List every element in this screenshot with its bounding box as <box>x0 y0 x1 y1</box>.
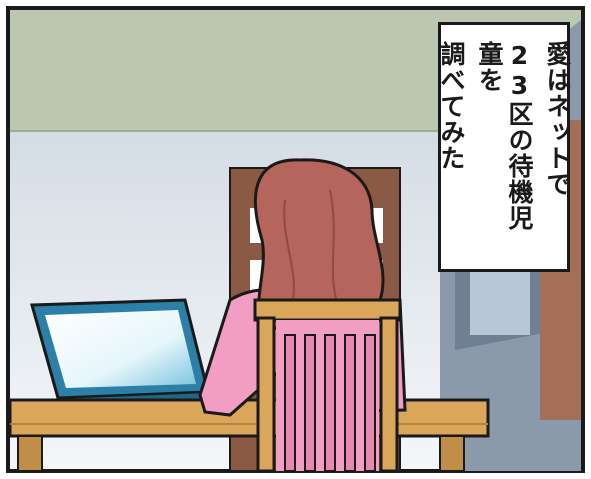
caption-line-3: 調べてみた <box>437 41 466 171</box>
narration-caption: 愛はネットで 23区の待機児童を 調べてみた <box>437 22 572 272</box>
chair <box>253 298 402 473</box>
caption-line-2: 23区の待機児童を <box>475 41 534 231</box>
caption-line-1: 愛はネットで <box>543 41 572 197</box>
